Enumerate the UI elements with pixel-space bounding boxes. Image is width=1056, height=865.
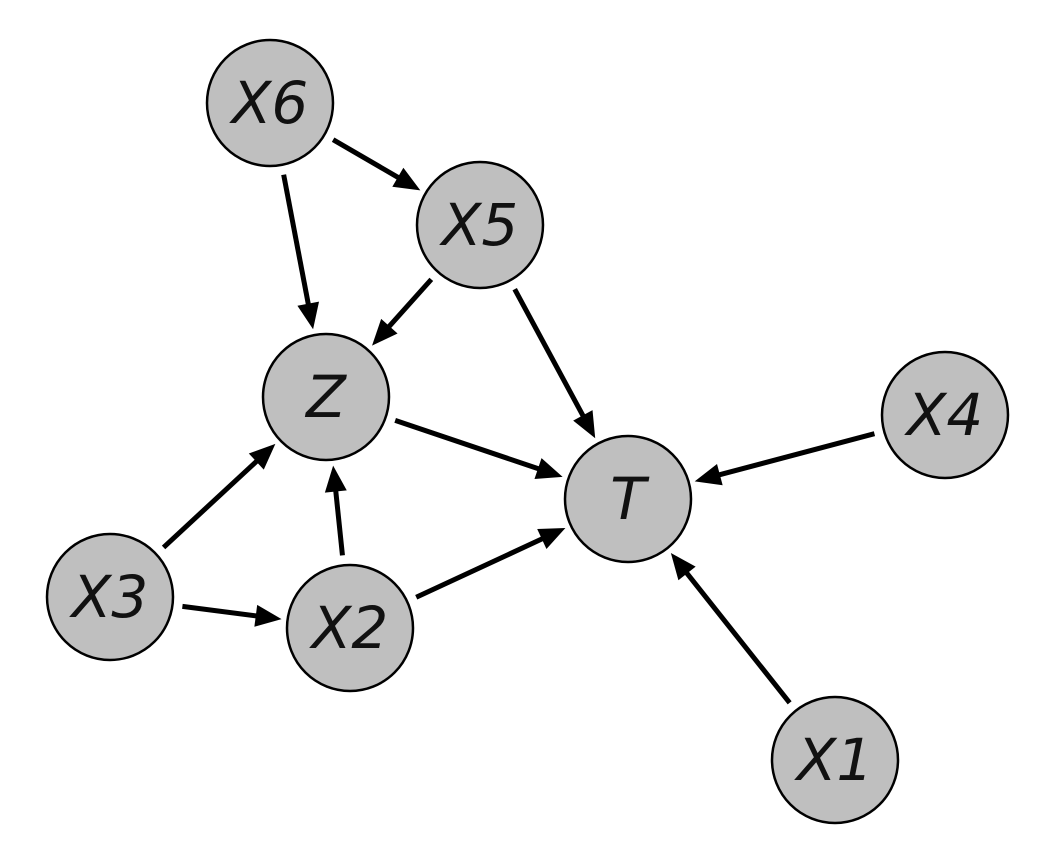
arrowhead-icon <box>324 465 347 493</box>
edge-x4-to-t <box>694 431 876 486</box>
arrowhead-icon <box>297 301 320 330</box>
edge-x2-to-t <box>415 528 566 600</box>
edge-x6-to-x5 <box>331 137 421 191</box>
node-circle <box>45 532 175 662</box>
node-label: X5 <box>439 191 519 259</box>
arrowhead-icon <box>248 443 276 470</box>
edge-line <box>512 288 587 419</box>
edge-x5-to-z <box>372 277 434 346</box>
arrowhead-icon <box>670 553 696 581</box>
node-t: T <box>563 434 693 564</box>
node-label: X1 <box>794 726 874 794</box>
arrowhead-icon <box>534 458 563 480</box>
node-circle <box>205 38 335 168</box>
edge-x5-to-t <box>512 288 596 439</box>
arrowhead-icon <box>372 318 398 346</box>
edge-line <box>683 570 792 705</box>
arrowhead-icon <box>694 464 723 486</box>
node-label: X6 <box>229 69 309 137</box>
node-x2: X2 <box>285 563 415 693</box>
node-x4: X4 <box>880 350 1010 480</box>
edge-x6-to-z <box>281 174 320 330</box>
edges-layer <box>161 137 876 705</box>
node-label: X2 <box>309 594 389 662</box>
edge-z-to-t <box>394 417 563 480</box>
edge-x3-to-x2 <box>182 603 282 627</box>
edge-x1-to-t <box>670 553 792 705</box>
edge-line <box>717 431 876 478</box>
node-label: X3 <box>69 563 149 631</box>
node-label: T <box>610 465 650 533</box>
node-circle <box>770 695 900 825</box>
arrowhead-icon <box>254 604 282 627</box>
edge-line <box>394 417 541 472</box>
edge-line <box>161 458 260 550</box>
edge-line <box>415 535 545 600</box>
node-circle <box>880 350 1010 480</box>
edge-line <box>386 277 434 330</box>
node-x1: X1 <box>770 695 900 825</box>
node-x5: X5 <box>415 160 545 290</box>
node-circle <box>415 160 545 290</box>
node-circle <box>261 332 391 462</box>
node-label: X4 <box>904 381 984 449</box>
arrowhead-icon <box>392 167 421 191</box>
edge-line <box>182 603 259 619</box>
node-circle <box>563 434 693 564</box>
edge-x3-to-z <box>161 443 276 550</box>
edge-line <box>333 489 345 556</box>
arrowhead-icon <box>573 410 596 439</box>
node-x6: X6 <box>205 38 335 168</box>
node-x3: X3 <box>45 532 175 662</box>
node-z: Z <box>261 332 391 462</box>
edge-line <box>331 137 401 181</box>
edge-line <box>281 174 312 307</box>
node-label: Z <box>304 363 347 431</box>
arrowhead-icon <box>537 528 566 549</box>
node-circle <box>285 563 415 693</box>
edge-x2-to-z <box>324 465 347 556</box>
